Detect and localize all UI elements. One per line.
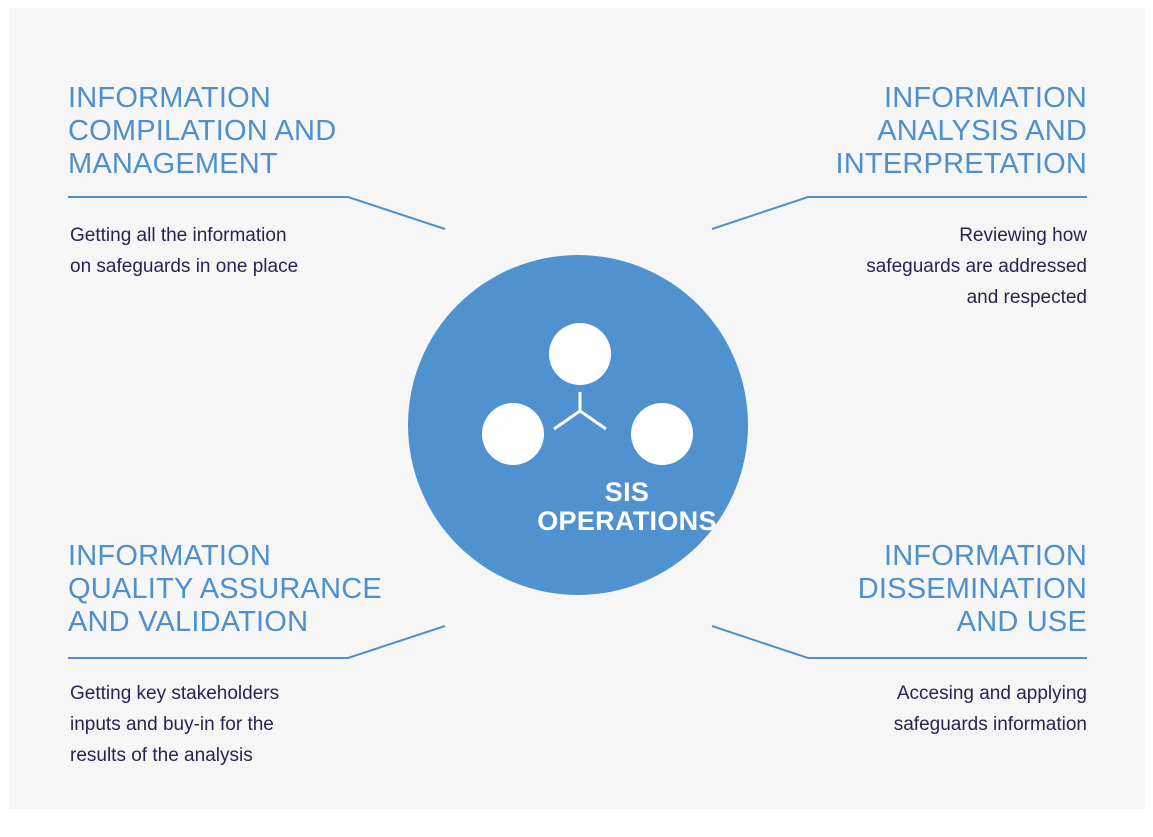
- heading-dissemination-use: INFORMATION DISSEMINATION AND USE: [857, 540, 1087, 638]
- center-title: SIS OPERATIONS: [482, 478, 772, 536]
- connector-top-right: [711, 196, 1087, 230]
- description-compilation-management: Getting all the information on safeguard…: [70, 225, 299, 277]
- heading-analysis-interpretation: INFORMATION ANALYSIS AND INTERPRETATION: [835, 82, 1087, 180]
- center-title-line2: OPERATIONS: [537, 506, 717, 536]
- three-connected-nodes-icon: [482, 323, 693, 465]
- connector-top-left: [68, 196, 446, 230]
- node-left: [482, 403, 544, 465]
- node-right: [631, 403, 693, 465]
- node-top: [549, 323, 611, 385]
- connector-bottom-right: [711, 625, 1087, 659]
- center-circle: [408, 255, 748, 595]
- description-quality-assurance-validation: Getting key stakeholders inputs and buy-…: [70, 683, 280, 766]
- description-dissemination-use: Accesing and applying safeguards informa…: [893, 683, 1087, 735]
- connector-bottom-left: [68, 625, 446, 659]
- heading-compilation-management: INFORMATION COMPILATION AND MANAGEMENT: [68, 82, 337, 180]
- center-title-line1: SIS: [604, 477, 650, 507]
- description-analysis-interpretation: Reviewing how safeguards are addressed a…: [866, 225, 1087, 308]
- heading-quality-assurance-validation: INFORMATION QUALITY ASSURANCE AND VALIDA…: [68, 540, 382, 638]
